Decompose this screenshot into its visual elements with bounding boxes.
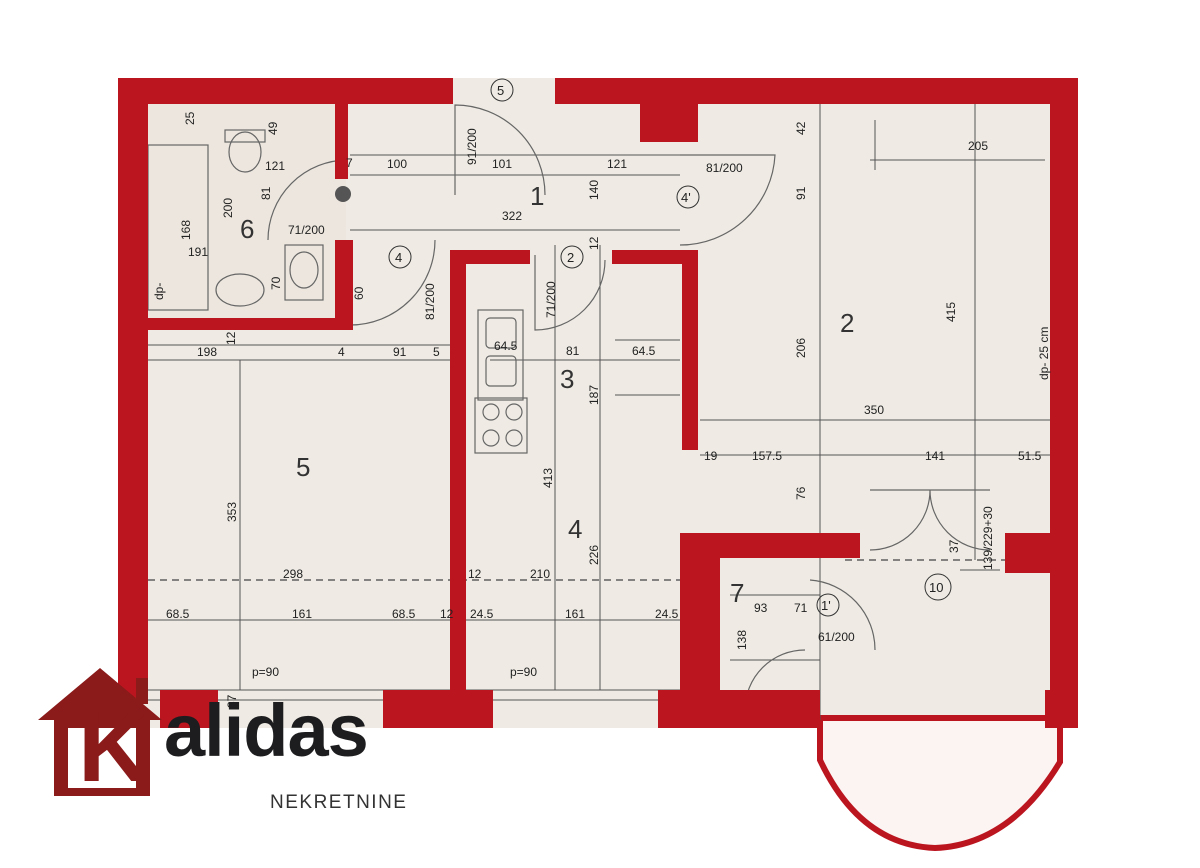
dimension: 60	[352, 286, 366, 300]
dimension: 353	[225, 502, 239, 522]
dimension: 12	[587, 236, 601, 250]
dimension: 200	[221, 198, 235, 218]
dimension: 81	[566, 344, 580, 358]
door-label: 91/200	[465, 128, 479, 165]
dimension: 4	[338, 345, 345, 359]
circle-markers: 5 4 4' 2 1' 10	[335, 78, 952, 617]
dimension-labels: 25 49 121 7 100 101 121 140 322 12 81 20…	[166, 111, 1042, 708]
dimension: 68.5	[392, 607, 416, 621]
door-labels: 91/200 81/200 71/200 81/200 71/200 61/20…	[288, 128, 995, 644]
dimension: 93	[754, 601, 768, 615]
misc-label: dp- 25 cm	[1037, 327, 1051, 380]
dimension: 49	[266, 121, 280, 135]
dimension: 121	[607, 157, 627, 171]
room-label-4: 4	[568, 514, 582, 544]
grid-lines	[148, 104, 1055, 720]
dimension: 91	[794, 186, 808, 200]
dimension: 322	[502, 209, 522, 223]
room-label-3: 3	[560, 364, 574, 394]
room-label-7: 7	[730, 578, 744, 608]
dimension: 413	[541, 468, 555, 488]
dimension: 12	[440, 607, 454, 621]
door-label: 139/229+30	[981, 506, 995, 570]
door-label: 71/200	[544, 281, 558, 318]
dimension: 140	[587, 180, 601, 200]
circle-label: 5	[497, 83, 504, 98]
dimension: 71	[794, 601, 808, 615]
dimension: 64.5	[632, 344, 656, 358]
misc-labels: dp- 25 cm dp- p=90 p=90	[152, 283, 1051, 679]
dimension: 7	[346, 156, 353, 170]
dimension: 24.5	[655, 607, 679, 621]
dimension: 187	[587, 385, 601, 405]
balcony-bay	[817, 715, 1063, 852]
dimension: 64.5	[494, 339, 518, 353]
dimension: 210	[530, 567, 550, 581]
dimension: 25	[183, 111, 197, 125]
dimension: 101	[492, 157, 512, 171]
door-label: 81/200	[423, 283, 437, 320]
circle-label: 10	[929, 580, 943, 595]
misc-label: p=90	[510, 665, 537, 679]
dimension: 24.5	[470, 607, 494, 621]
logo-letter-k: K	[78, 692, 149, 802]
circle-label: 2	[567, 250, 574, 265]
dimension: 191	[188, 245, 208, 259]
door-swings	[267, 104, 991, 711]
logo-word: alidas	[164, 689, 369, 772]
room-label-1: 1	[530, 181, 544, 211]
dimension: 168	[179, 220, 193, 240]
dimension: 12	[468, 567, 482, 581]
room-labels: 1 2 3 4 5 6 7	[240, 181, 854, 608]
bathroom-area	[148, 104, 346, 326]
room-label-5: 5	[296, 452, 310, 482]
dimension: 91	[393, 345, 407, 359]
dimension: 68.5	[166, 607, 190, 621]
dimension: 37	[225, 694, 239, 708]
dimension: 81	[259, 186, 273, 200]
dimension: 415	[944, 302, 958, 322]
dimension: 226	[587, 545, 601, 565]
dimension: 12	[224, 331, 238, 345]
dimension: 51.5	[1018, 449, 1042, 463]
door-label: 81/200	[706, 161, 743, 175]
dimension: 198	[197, 345, 217, 359]
circle-label: 4'	[681, 190, 691, 205]
dimension: 138	[735, 630, 749, 650]
kalidas-logo: K alidas NEKRETNINE	[38, 664, 458, 824]
dimension: 70	[269, 276, 283, 290]
house-logo-icon	[38, 668, 162, 796]
room-label-2: 2	[840, 308, 854, 338]
dimension: 205	[968, 139, 988, 153]
dimension: 5	[433, 345, 440, 359]
logo-subtitle: NEKRETNINE	[270, 792, 408, 813]
dimension: 161	[292, 607, 312, 621]
dimension: 350	[864, 403, 884, 417]
misc-label: p=90	[252, 665, 279, 679]
dimension: 19	[704, 449, 718, 463]
dimension: 298	[283, 567, 303, 581]
dimension: 157.5	[752, 449, 782, 463]
walls	[118, 78, 1078, 728]
dimension: 76	[794, 486, 808, 500]
dimension: 161	[565, 607, 585, 621]
dimension: 37	[947, 539, 961, 553]
dimension: 206	[794, 338, 808, 358]
circle-label: 1'	[821, 598, 831, 613]
dimension: 121	[265, 159, 285, 173]
circle-label: 4	[395, 250, 402, 265]
fixtures	[147, 129, 528, 454]
room-label-6: 6	[240, 214, 254, 244]
door-label: 71/200	[288, 223, 325, 237]
misc-label: dp-	[152, 283, 166, 300]
door-label: 61/200	[818, 630, 855, 644]
dimension: 141	[925, 449, 945, 463]
dimension: 100	[387, 157, 407, 171]
dimension: 42	[794, 121, 808, 135]
dashed-lines	[148, 559, 1005, 581]
